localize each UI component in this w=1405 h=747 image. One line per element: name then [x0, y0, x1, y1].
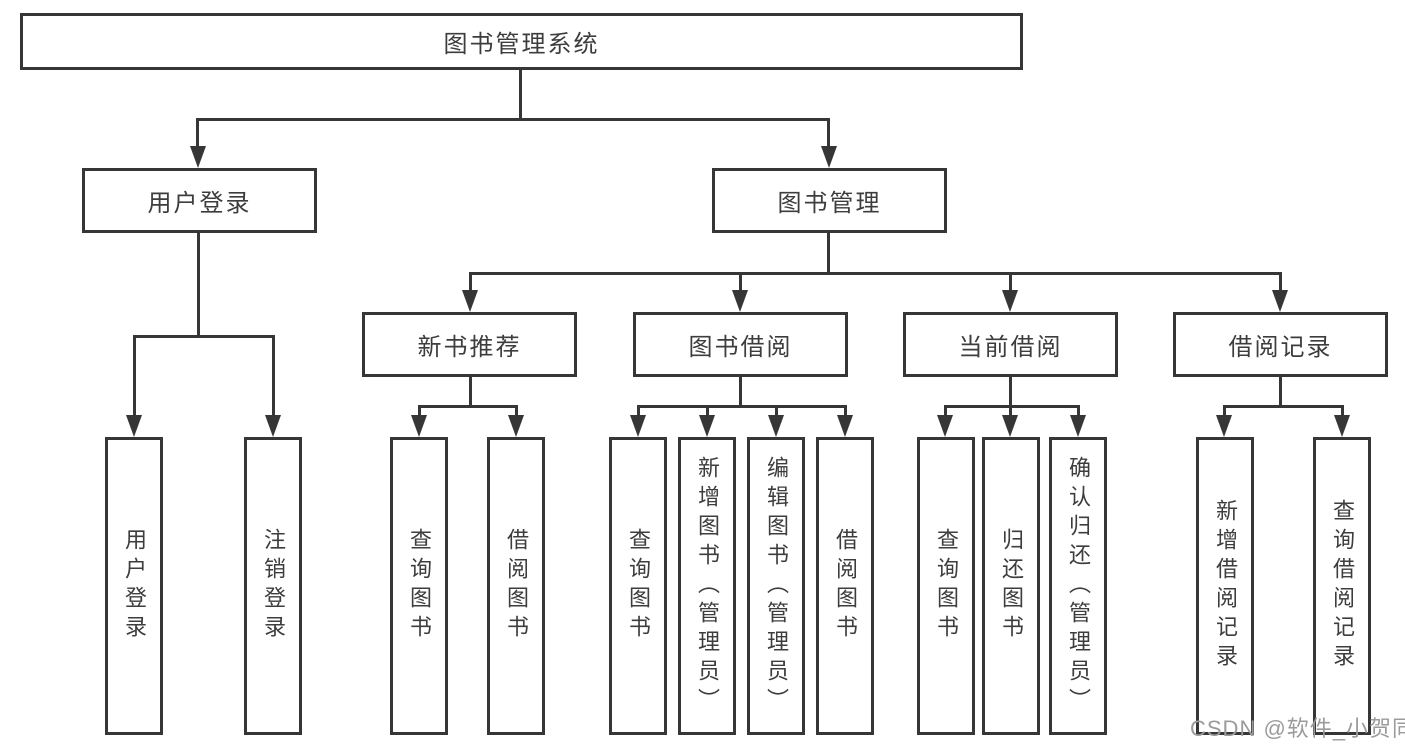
leaf-current-confirm-admin: 确认归还（管理员）	[1049, 437, 1107, 735]
arrow-down-icon	[1002, 290, 1018, 312]
connector-drop-book-mgmt	[827, 118, 830, 149]
connector-current-split	[944, 405, 1080, 408]
node-user-login: 用户登录	[82, 168, 317, 233]
arrow-down-icon	[699, 415, 715, 437]
connector-drop-borrow-records	[1279, 272, 1282, 292]
arrow-down-icon	[508, 415, 524, 437]
connector-drop	[1077, 405, 1080, 418]
connector-root-split	[197, 118, 830, 121]
node-new-book-recommend: 新书推荐	[362, 312, 577, 377]
connector-records-stem	[1279, 377, 1282, 408]
leaf-label: 注销登录	[261, 528, 286, 644]
leaf-label: 查询图书	[934, 528, 959, 644]
arrow-down-icon	[1070, 415, 1086, 437]
connector-drop-user-login-leaf	[133, 335, 136, 417]
leaf-label: 编辑图书（管理员）	[764, 455, 789, 717]
connector-book-stem	[827, 233, 830, 275]
leaf-label: 新增图书（管理员）	[695, 455, 720, 717]
leaf-label: 确认归还（管理员）	[1066, 455, 1091, 717]
arrow-down-icon	[768, 415, 784, 437]
leaf-label: 借阅图书	[833, 528, 858, 644]
connector-drop-user-login	[196, 118, 199, 149]
node-current-borrow: 当前借阅	[903, 312, 1118, 377]
arrow-down-icon	[732, 290, 748, 312]
connector-drop	[418, 405, 421, 418]
arrow-down-icon	[1002, 415, 1018, 437]
connector-borrow-stem	[739, 377, 742, 408]
connector-drop	[637, 405, 640, 418]
leaf-label: 新增借阅记录	[1213, 499, 1238, 673]
connector-book-split	[469, 272, 1282, 275]
arrow-down-icon	[190, 146, 206, 168]
leaf-newbook-query: 查询图书	[390, 437, 448, 735]
leaf-user-login: 用户登录	[105, 437, 163, 735]
leaf-current-return: 归还图书	[982, 437, 1040, 735]
node-root: 图书管理系统	[20, 13, 1023, 70]
leaf-label: 借阅图书	[504, 528, 529, 644]
leaf-label: 用户登录	[122, 528, 147, 644]
arrow-down-icon	[462, 290, 478, 312]
leaf-records-query: 查询借阅记录	[1313, 437, 1371, 735]
connector-user-split	[133, 335, 275, 338]
arrow-down-icon	[1216, 415, 1232, 437]
leaf-logout: 注销登录	[244, 437, 302, 735]
node-book-borrow: 图书借阅	[633, 312, 848, 377]
connector-drop	[775, 405, 778, 418]
arrow-down-icon	[265, 415, 281, 437]
connector-drop	[1009, 405, 1012, 418]
connector-drop	[944, 405, 947, 418]
connector-drop	[844, 405, 847, 418]
leaf-label: 归还图书	[999, 528, 1024, 644]
connector-drop-current-borrow	[1009, 272, 1012, 292]
arrow-down-icon	[1334, 415, 1350, 437]
connector-drop	[1341, 405, 1344, 418]
connector-drop-new-book	[469, 272, 472, 292]
leaf-borrow-borrow: 借阅图书	[816, 437, 874, 735]
arrow-down-icon	[837, 415, 853, 437]
connector-newbook-stem	[469, 377, 472, 408]
connector-root-stem	[519, 70, 522, 121]
connector-drop	[1223, 405, 1226, 418]
arrow-down-icon	[937, 415, 953, 437]
leaf-label: 查询图书	[626, 528, 651, 644]
connector-drop	[706, 405, 709, 418]
leaf-current-query: 查询图书	[917, 437, 975, 735]
arrow-down-icon	[1272, 290, 1288, 312]
arrow-down-icon	[126, 415, 142, 437]
leaf-borrow-query: 查询图书	[609, 437, 667, 735]
connector-user-stem	[197, 233, 200, 338]
arrow-down-icon	[821, 146, 837, 168]
connector-current-stem	[1009, 377, 1012, 408]
arrow-down-icon	[411, 415, 427, 437]
node-borrow-records: 借阅记录	[1173, 312, 1388, 377]
connector-records-split	[1223, 405, 1344, 408]
node-book-management: 图书管理	[712, 168, 947, 233]
connector-borrow-split	[637, 405, 847, 408]
leaf-borrow-edit-admin: 编辑图书（管理员）	[747, 437, 805, 735]
leaf-borrow-add-admin: 新增图书（管理员）	[678, 437, 736, 735]
connector-newbook-split	[418, 405, 518, 408]
leaf-label: 查询图书	[407, 528, 432, 644]
leaf-records-add: 新增借阅记录	[1196, 437, 1254, 735]
leaf-newbook-borrow: 借阅图书	[487, 437, 545, 735]
arrow-down-icon	[630, 415, 646, 437]
leaf-label: 查询借阅记录	[1330, 499, 1355, 673]
connector-drop-book-borrow	[739, 272, 742, 292]
connector-drop-logout-leaf	[272, 335, 275, 417]
csdn-watermark: CSDN @软件_小贺同学	[1190, 716, 1405, 741]
connector-drop	[515, 405, 518, 418]
